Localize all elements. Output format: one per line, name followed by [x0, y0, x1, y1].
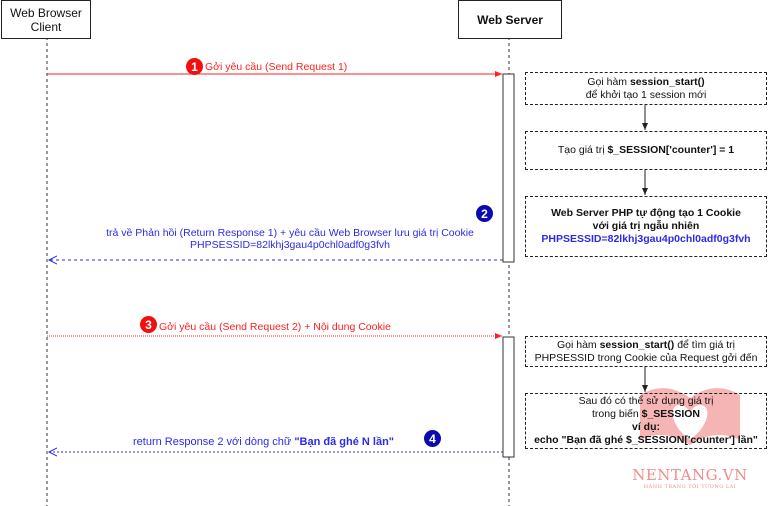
activation-bar-1	[502, 73, 515, 263]
box-text: trong biến	[592, 408, 642, 420]
create-cookie-box: Web Server PHP tự động tạo 1 Cookie với …	[525, 196, 767, 257]
actor-title: Web Browser	[10, 5, 82, 20]
watermark-title: NENTANG.VN	[632, 466, 748, 484]
box-text: với giá trị ngẫu nhiên	[592, 220, 700, 232]
find-session-box: Gọi hàm session_start() để tìm giá trị P…	[525, 336, 767, 367]
step-4-badge: 4	[424, 430, 441, 447]
box-text: Sau đó có thể sử dụng giá trị	[578, 395, 714, 407]
response-1-label: trả về Phản hồi (Return Response 1) + yê…	[90, 227, 490, 251]
box-text: ví dụ:	[632, 421, 660, 433]
box-text: Gọi hàm	[556, 338, 600, 351]
activation-bar-2	[502, 336, 515, 458]
response-1-line-1: trả về Phản hồi (Return Response 1) + yê…	[106, 227, 474, 239]
box-code: $_SESSION	[641, 408, 700, 420]
response-2-text: return Response 2 với dòng chữ	[133, 436, 295, 448]
request-2-label: Gởi yêu cầu (Send Request 2) + Nội dung …	[159, 321, 391, 333]
box-text: để tìm giá trị	[674, 338, 735, 351]
watermark-tagline: HÀNH TRANG TỚI TƯƠNG LAI	[643, 484, 737, 490]
watermark-logo-icon	[640, 388, 740, 445]
box-text: PHPSESSID trong Cookie của Request gởi đ…	[534, 351, 758, 364]
request-1-label: Gởi yêu cầu (Send Request 1)	[205, 61, 348, 73]
step-1-badge: 1	[186, 58, 203, 75]
actor-subtitle: Client	[30, 19, 62, 34]
response-2-label: return Response 2 với dòng chữ "Bạn đã g…	[133, 436, 394, 448]
web-browser-actor: Web Browser Client	[1, 0, 91, 39]
box-code: $_SESSION['counter'] = 1	[607, 144, 735, 156]
box-text: Tạo giá trị	[557, 144, 608, 156]
box-cookie-value: PHPSESSID=82lkhj3gau4p0chl0adf0g3fvh	[541, 233, 751, 245]
step-2-badge: 2	[476, 205, 493, 222]
response-2-quote: "Bạn đã ghé N lần"	[294, 436, 395, 448]
box-code: echo "Bạn đã ghé $_SESSION['counter'] lầ…	[534, 434, 758, 446]
response-1-cookie: PHPSESSID=82lkhj3gau4p0chl0adf0g3fvh	[190, 239, 390, 251]
web-server-actor: Web Server	[458, 0, 562, 39]
box-text: để khởi tạo 1 session mới	[585, 88, 707, 101]
create-counter-box: Tạo giá trị $_SESSION['counter'] = 1	[525, 131, 767, 170]
actor-title: Web Server	[477, 12, 543, 27]
box-text: Web Server PHP tự động tạo 1 Cookie	[551, 207, 741, 219]
watermark: NENTANG.VN HÀNH TRANG TỚI TƯƠNG LAI	[620, 466, 760, 490]
box-code: session_start()	[629, 75, 705, 88]
session-start-box: Gọi hàm session_start() để khởi tạo 1 se…	[525, 72, 767, 105]
step-3-badge: 3	[140, 316, 157, 333]
box-code: session_start()	[599, 338, 675, 351]
box-text: Gọi hàm	[587, 75, 630, 88]
use-session-box: Sau đó có thể sử dụng giá trị trong biến…	[525, 393, 767, 449]
